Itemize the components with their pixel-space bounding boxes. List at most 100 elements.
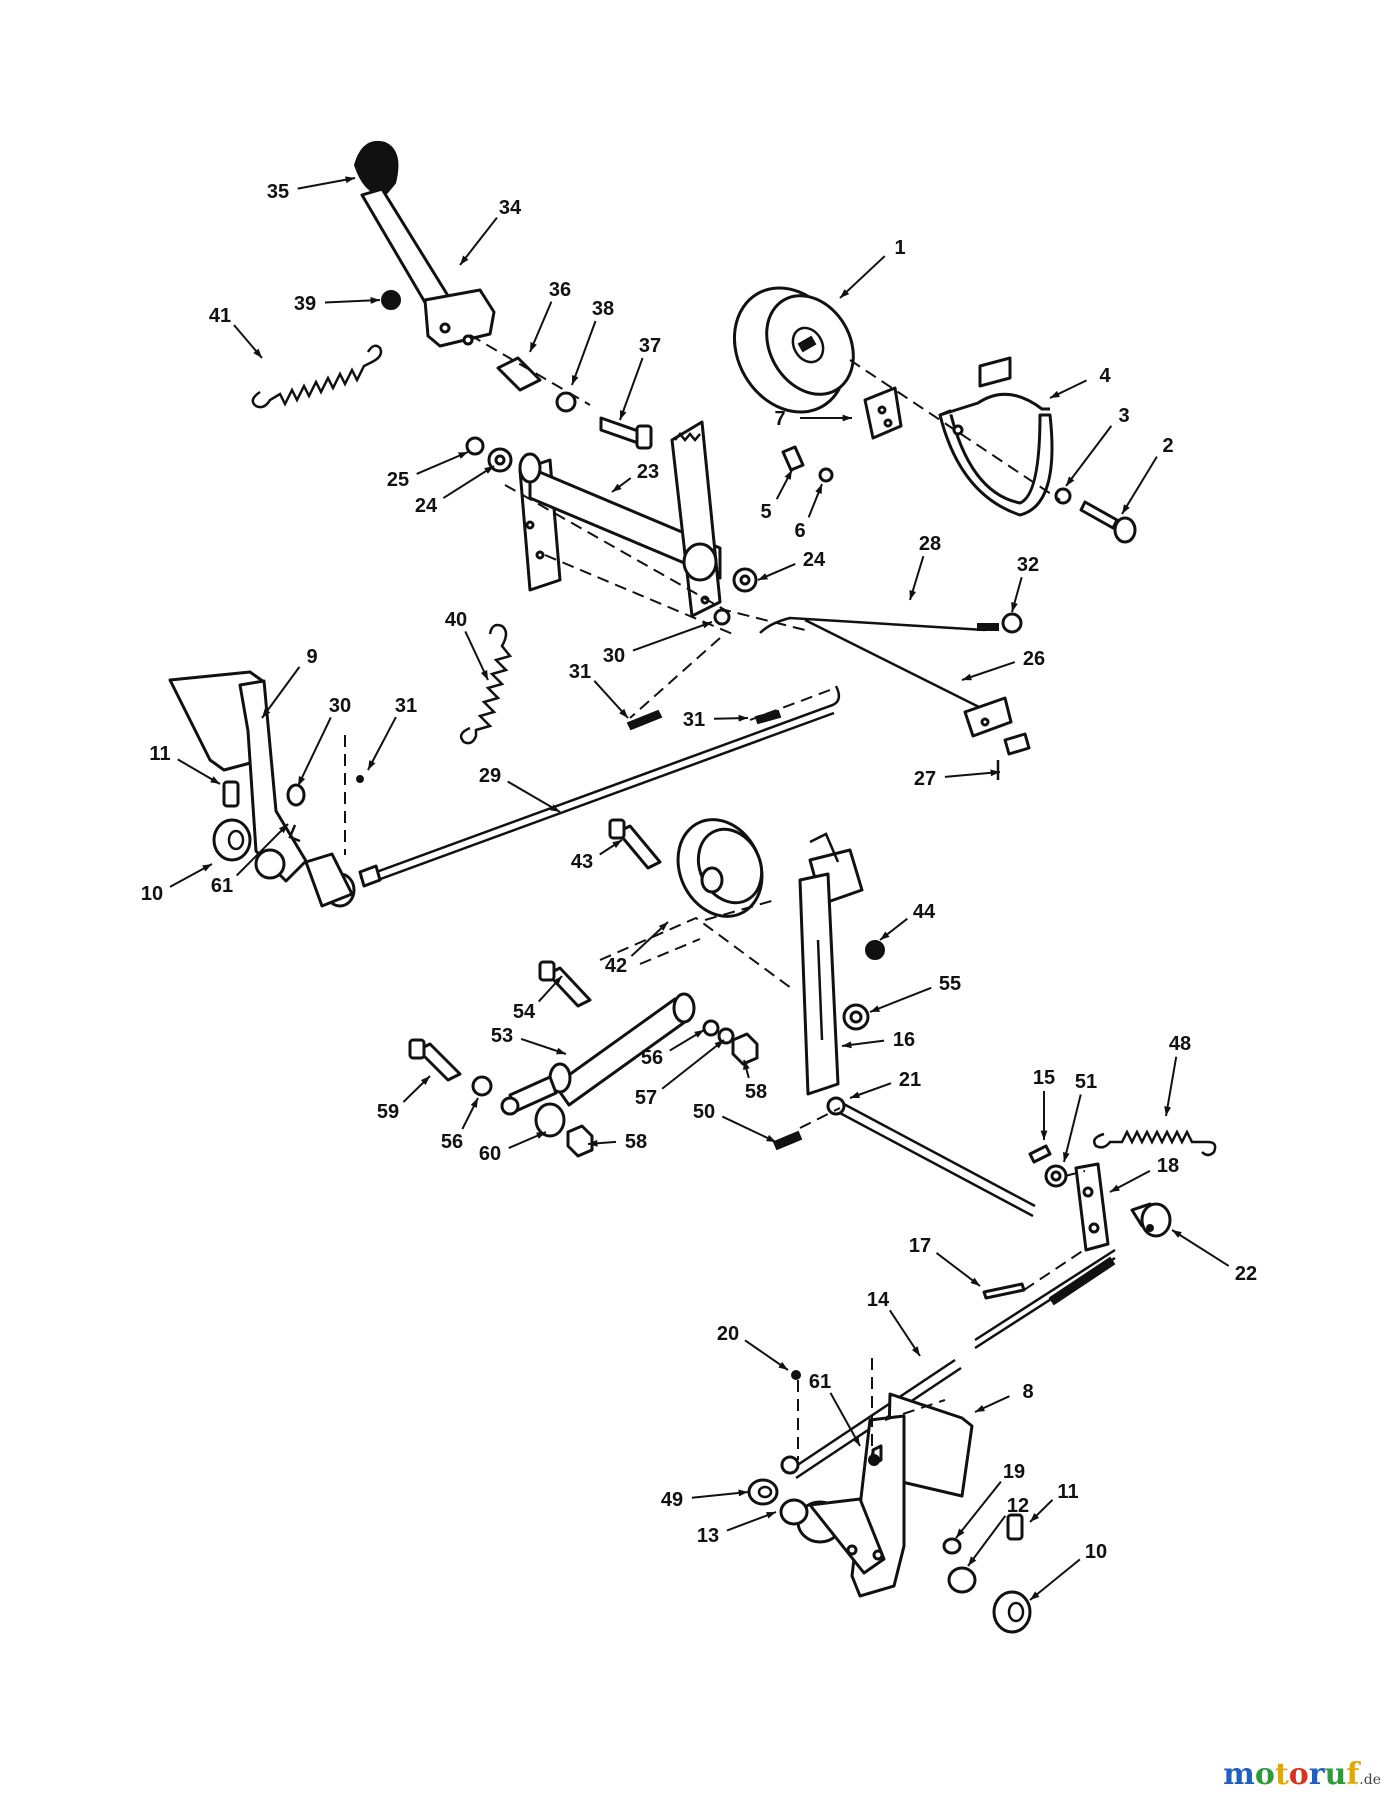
callout-label-24: 24 (803, 549, 826, 571)
watermark-suffix: .de (1359, 1772, 1381, 1788)
callout-leader-61 (829, 1392, 861, 1447)
callout-arrowhead-8 (975, 1404, 985, 1412)
callout-arrowhead-53 (556, 1047, 566, 1055)
callout-label-14: 14 (867, 1289, 890, 1311)
callout-label-28: 28 (919, 533, 941, 555)
callout-label-49: 49 (661, 1489, 683, 1511)
callout-label-22: 22 (1235, 1263, 1257, 1285)
callout-label-43: 43 (571, 851, 593, 873)
callout-arrowhead-31 (619, 708, 628, 718)
callout-arrowhead-3 (1066, 476, 1075, 486)
callout-arrowhead-54 (553, 976, 562, 986)
callout-arrowhead-9 (262, 708, 271, 718)
callout-arrowhead-5 (784, 470, 792, 480)
callout-label-5: 5 (760, 501, 771, 523)
callout-arrowhead-11 (1030, 1512, 1040, 1522)
callout-label-40: 40 (445, 609, 467, 631)
callout-label-31: 31 (395, 695, 417, 717)
callout-label-11: 11 (1057, 1481, 1078, 1503)
callout-leader-61 (235, 823, 289, 877)
callout-arrowhead-30 (298, 776, 306, 786)
callout-label-44: 44 (913, 901, 936, 923)
callout-arrowhead-55 (870, 1005, 880, 1012)
callout-label-6: 6 (794, 520, 805, 542)
callout-label-16: 16 (893, 1029, 915, 1051)
callout-leader-30 (297, 716, 332, 787)
callout-label-3: 3 (1118, 405, 1129, 427)
callout-arrowhead-56 (694, 1030, 704, 1038)
watermark-letter: u (1324, 1757, 1347, 1792)
callout-leader-57 (661, 1039, 725, 1090)
callout-label-31: 31 (569, 661, 591, 683)
callout-label-54: 54 (513, 1001, 536, 1023)
callout-arrowhead-61 (278, 824, 288, 834)
callout-label-26: 26 (1023, 648, 1045, 670)
callout-arrowhead-1 (840, 289, 850, 298)
watermark-letter: f (1346, 1757, 1360, 1792)
callout-arrowhead-10 (1030, 1591, 1040, 1600)
callout-label-15: 15 (1033, 1067, 1055, 1089)
pedal-9 (168, 670, 356, 908)
pins-lower (772, 1130, 1052, 1300)
callout-label-39: 39 (294, 293, 316, 315)
callout-label-25: 25 (387, 469, 409, 491)
callout-label-48: 48 (1169, 1033, 1191, 1055)
callout-leader-10 (1029, 1558, 1081, 1601)
callout-label-17: 17 (909, 1235, 931, 1257)
callout-arrowhead-38 (572, 375, 579, 385)
callout-arrowhead-31 (368, 760, 376, 770)
callout-leader-24 (442, 465, 495, 499)
callout-arrowhead-12 (968, 1556, 977, 1566)
callout-arrowhead-6 (815, 484, 822, 494)
callout-label-9: 9 (306, 646, 317, 668)
callout-arrowhead-28 (909, 590, 917, 600)
callout-arrowhead-30 (702, 621, 712, 629)
callout-leader-34 (459, 216, 498, 266)
bracket-7 (863, 386, 903, 440)
callout-arrowhead-25 (458, 452, 468, 459)
callout-label-37: 37 (639, 335, 661, 357)
callout-label-61: 61 (809, 1371, 831, 1393)
callout-arrowhead-34 (460, 255, 469, 265)
callout-arrowhead-31 (738, 714, 748, 722)
callout-arrowhead-16 (842, 1041, 852, 1049)
callout-label-7: 7 (774, 408, 785, 430)
callout-arrowhead-32 (1011, 602, 1018, 612)
callout-label-51: 51 (1075, 1071, 1097, 1093)
watermark-letter: t (1274, 1757, 1289, 1792)
callout-arrowhead-10 (202, 864, 212, 872)
callout-arrowhead-60 (536, 1132, 546, 1139)
callout-arrowhead-35 (345, 176, 355, 184)
shaft-21 (826, 1096, 1036, 1218)
callout-arrowhead-18 (1110, 1184, 1120, 1192)
lever-18 (1044, 1162, 1172, 1252)
watermark-letter: o (1288, 1757, 1309, 1792)
callout-label-8: 8 (1022, 1381, 1033, 1403)
callout-arrowhead-11 (210, 776, 220, 784)
watermark-letter: r (1308, 1757, 1325, 1792)
callout-arrowhead-58 (588, 1139, 598, 1147)
callout-arrowhead-61 (852, 1436, 860, 1446)
callout-leader-30 (632, 621, 713, 652)
callout-leader-50 (721, 1115, 777, 1143)
callout-label-59: 59 (377, 1101, 399, 1123)
callout-label-58: 58 (745, 1081, 767, 1103)
callout-arrowhead-26 (962, 673, 972, 681)
callout-label-20: 20 (717, 1323, 739, 1345)
pedal-8 (796, 1392, 974, 1598)
callout-leader-12 (967, 1515, 1007, 1567)
callout-arrowhead-40 (480, 670, 488, 680)
brake-drum (732, 286, 855, 414)
hardware-lower (747, 1370, 1032, 1634)
callout-label-61: 61 (211, 875, 233, 897)
callout-arrowhead-24 (484, 466, 494, 474)
callout-label-56: 56 (441, 1131, 463, 1153)
spring-41 (251, 344, 383, 409)
callout-leader-29 (507, 780, 561, 813)
callout-arrowhead-15 (1040, 1130, 1048, 1140)
callout-label-10: 10 (141, 883, 163, 905)
idler-pulley (608, 818, 764, 918)
callout-arrowhead-59 (420, 1076, 430, 1086)
callout-arrowhead-7 (842, 414, 852, 422)
callout-label-32: 32 (1017, 554, 1039, 576)
